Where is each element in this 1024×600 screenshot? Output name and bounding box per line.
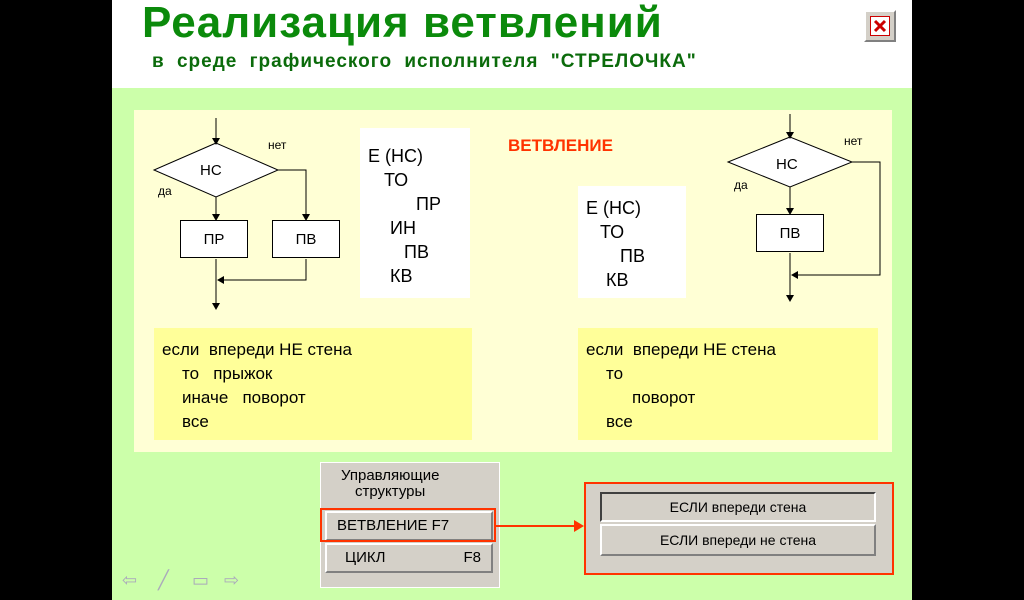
close-icon [870, 16, 890, 36]
flow2-no-label: нет [844, 134, 863, 148]
flow1-yes-label: да [158, 184, 172, 198]
loop-key: F8 [463, 549, 481, 566]
pen-icon[interactable]: ╱ [158, 570, 169, 590]
forward-arrow-icon[interactable]: ⇨ [224, 570, 240, 590]
text1-card: если впереди НЕ стена то прыжок иначе по… [154, 328, 472, 440]
text2-line: поворот [632, 388, 696, 407]
page-title: Реализация ветвлений [142, 0, 663, 47]
code1-line: ПВ [404, 242, 429, 262]
text1-line: если впереди НЕ стена [162, 340, 352, 359]
flow2-condition: НС [776, 156, 798, 173]
page-subtitle: в среде графического исполнителя "СТРЕЛО… [152, 51, 697, 72]
back-arrow-icon[interactable]: ⇦ [122, 570, 138, 590]
slide: Реализация ветвлений в среде графическог… [112, 0, 912, 600]
close-button[interactable] [864, 10, 896, 42]
branch-menu: ЕСЛИ впереди стена ЕСЛИ впереди не стена [584, 482, 894, 575]
branch-button[interactable]: ВЕТВЛЕНИЕ F7 [325, 511, 493, 541]
text2-line: если впереди НЕ стена [586, 340, 776, 359]
flowchart-lines [152, 114, 881, 310]
code1-line: ТО [384, 170, 409, 190]
text1-line: то прыжок [182, 364, 273, 383]
text2-card: если впереди НЕ стена то поворот все [578, 328, 878, 440]
code1-line: ПР [416, 194, 441, 214]
flow1-condition: НС [200, 162, 222, 179]
code1-line: КВ [390, 266, 413, 286]
menu-item-if-not-wall[interactable]: ЕСЛИ впереди не стена [600, 524, 876, 556]
flow2-box: ПВ [756, 214, 824, 252]
content-panel: НС нет да ПР ПВ НС нет да ПВ Е (НС) ТО П… [134, 110, 892, 452]
section-heading: ВЕТВЛЕНИЕ [508, 136, 613, 155]
loop-label: ЦИКЛ [345, 549, 386, 566]
loop-button[interactable]: ЦИКЛ F8 [325, 543, 493, 573]
text1-line: иначе поворот [182, 388, 306, 407]
panel-title-line2: структуры [355, 483, 426, 500]
code1-line: Е (НС) [368, 146, 423, 166]
code2-line: КВ [606, 270, 629, 290]
code2-card: Е (НС) ТО ПВ КВ [578, 186, 686, 298]
flow2-yes-label: да [734, 178, 748, 192]
code1-card: Е (НС) ТО ПР ИН ПВ КВ [360, 128, 470, 298]
menu-item-if-wall[interactable]: ЕСЛИ впереди стена [600, 492, 876, 522]
text2-line: все [606, 412, 633, 431]
code1-line: ИН [390, 218, 416, 238]
code2-line: ПВ [620, 246, 645, 266]
menu-icon[interactable]: ▭ [192, 570, 210, 590]
text1-line: все [182, 412, 209, 431]
branch-highlight [320, 508, 496, 542]
flow1-no-label: нет [268, 138, 287, 152]
red-arrow [496, 520, 584, 532]
code2-line: ТО [600, 222, 625, 242]
flow1-left-box: ПР [180, 220, 248, 258]
text2-line: то [606, 364, 624, 383]
flow1-right-box: ПВ [272, 220, 340, 258]
code2-line: Е (НС) [586, 198, 641, 218]
panel-title-line1: Управляющие [341, 467, 440, 484]
header: Реализация ветвлений в среде графическог… [112, 0, 912, 88]
